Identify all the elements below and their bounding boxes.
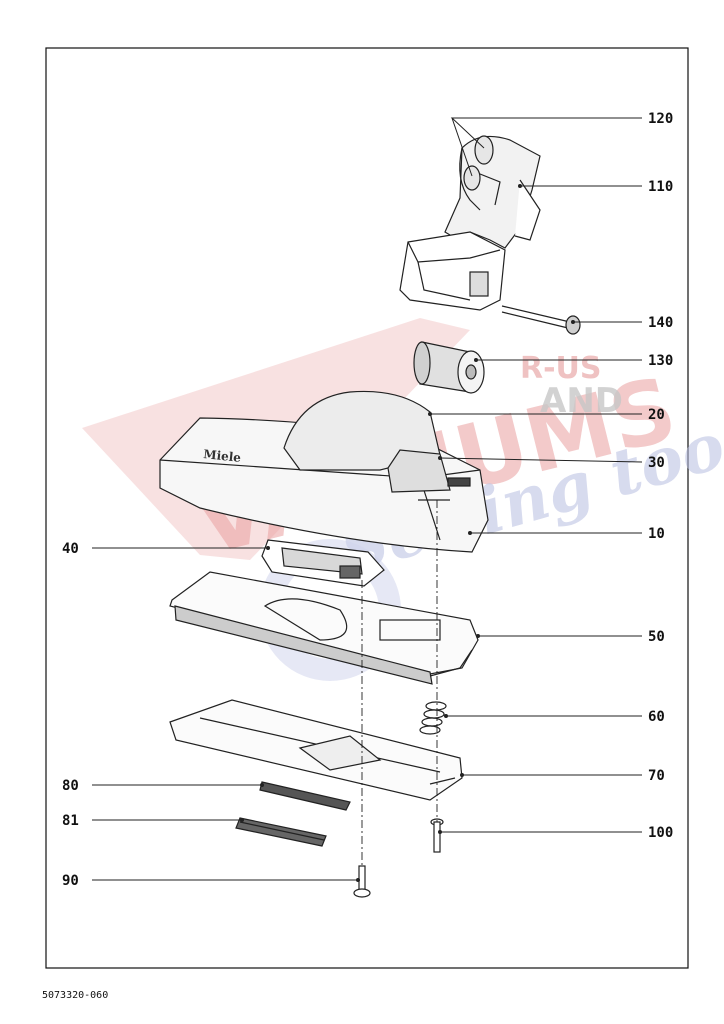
part-label-130: 130 (648, 353, 673, 369)
part-labels: 120 110 140 130 20 30 10 40 50 60 70 80 … (62, 111, 673, 889)
document-number: 5073320-060 (42, 990, 109, 1001)
parts-drawings: Miele (159, 135, 581, 898)
screw-90-drawing (353, 865, 371, 898)
housing-drawing: Miele (159, 390, 489, 553)
part-label-10: 10 (648, 526, 665, 542)
roller-drawing (413, 341, 485, 394)
strip-81-drawing (235, 817, 327, 847)
watermark-rus-text: R-US (520, 351, 602, 386)
strip-80-drawing (259, 781, 351, 811)
part-label-80: 80 (62, 778, 79, 794)
part-label-110: 110 (648, 179, 673, 195)
part-label-30: 30 (648, 455, 665, 471)
watermark-and-text: AND (540, 381, 623, 421)
part-label-50: 50 (648, 629, 665, 645)
swivel-neck-drawing (399, 135, 541, 311)
base-plate-drawing (169, 699, 463, 801)
brush-plate-drawing (169, 571, 479, 685)
housing-brand-text: Miele (203, 447, 242, 465)
screw-100-drawing (430, 818, 444, 853)
part-label-70: 70 (648, 768, 665, 784)
axle-pin-drawing (501, 305, 581, 335)
valve-insert-drawing (261, 539, 385, 587)
part-label-90: 90 (62, 873, 79, 889)
part-label-120: 120 (648, 111, 673, 127)
assembly-axes (361, 500, 438, 866)
spring-drawing (419, 701, 447, 735)
leader-lines (92, 117, 643, 881)
part-label-140: 140 (648, 315, 673, 331)
part-label-100: 100 (648, 825, 673, 841)
part-label-81: 81 (62, 813, 79, 829)
part-label-40: 40 (62, 541, 79, 557)
leader-dots (240, 184, 575, 882)
diagram-frame (45, 47, 689, 969)
part-label-20: 20 (648, 407, 665, 423)
part-label-60: 60 (648, 709, 665, 725)
